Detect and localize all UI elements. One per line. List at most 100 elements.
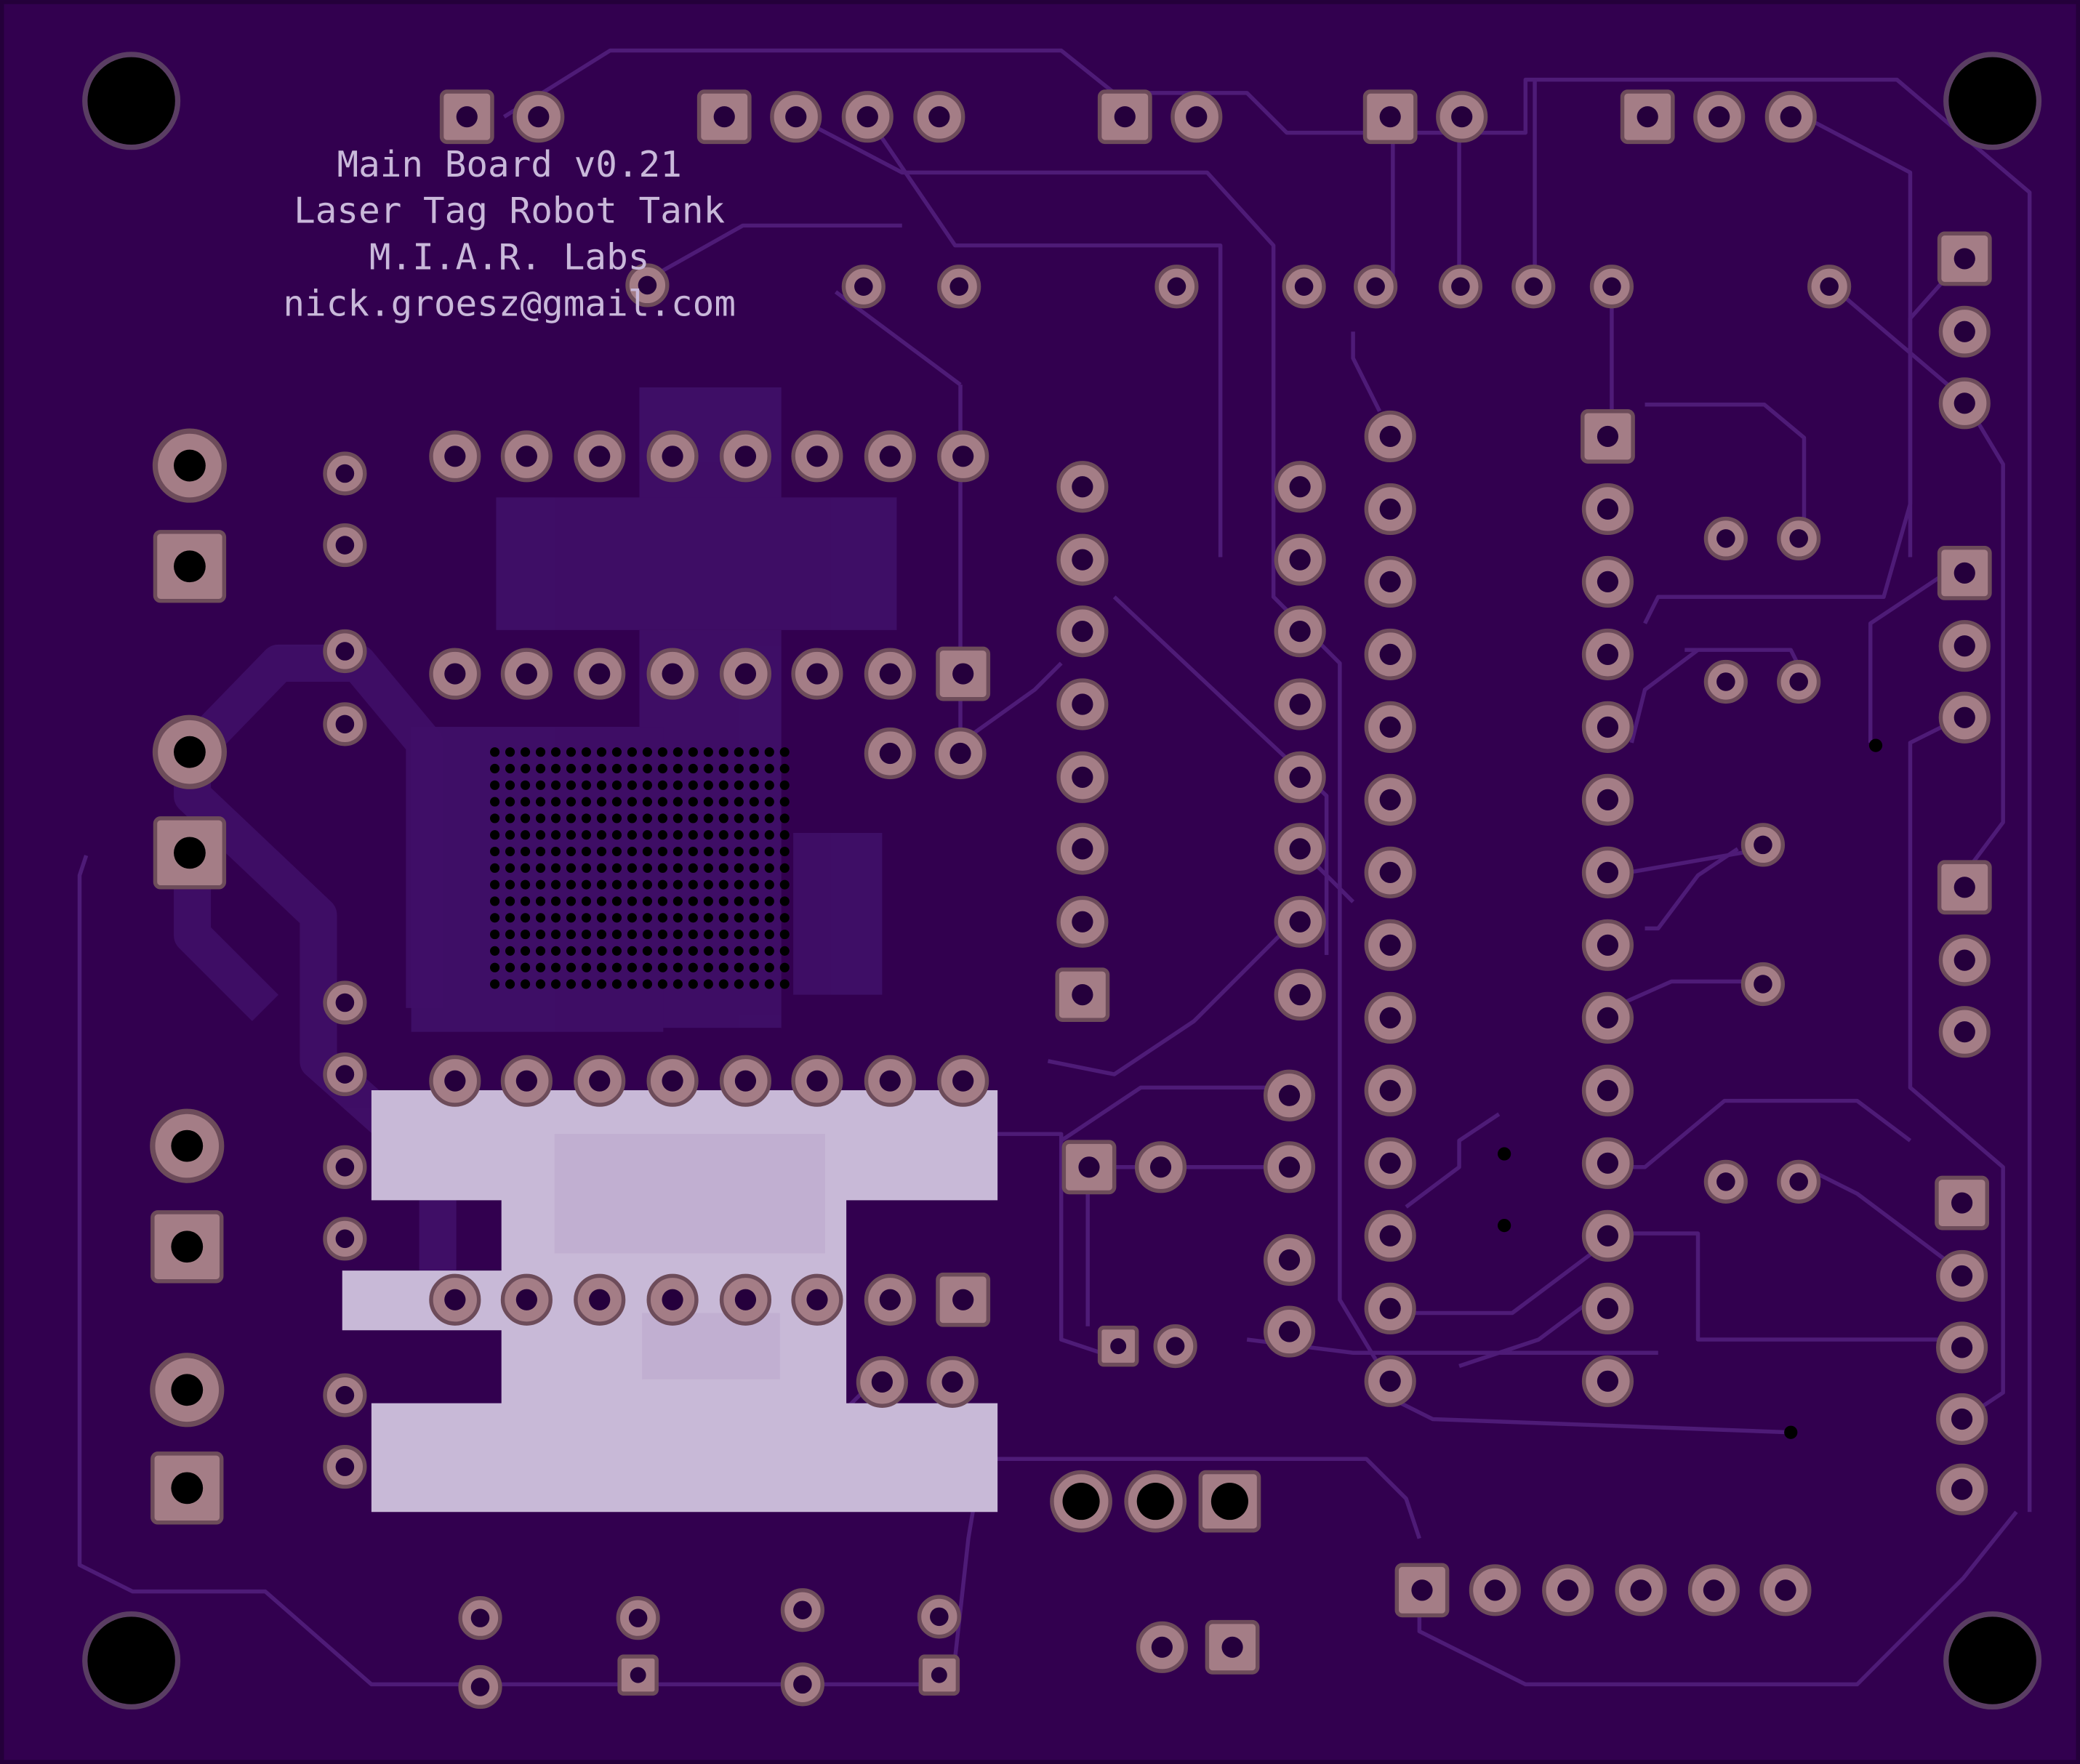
thermal-via [535,813,546,823]
thermal-via [581,797,592,807]
label-email: nick.groesz@gmail.com [283,282,736,324]
thermal-via [779,797,790,807]
thermal-via [672,979,683,989]
thermal-via [581,979,592,989]
thermal-via [657,946,667,956]
thermal-via [672,846,683,857]
mcu-pin-pad [1366,922,1414,970]
thermal-via [596,813,607,823]
thermal-via [535,879,546,890]
thermal-via [642,962,652,972]
thermal-via [505,913,515,923]
thermal-via [672,946,683,956]
thermal-via [779,896,790,906]
thermal-via [520,946,531,956]
thermal-via [642,747,652,757]
thermal-via [581,830,592,840]
thermal-via [749,846,759,857]
thermal-via [611,763,622,774]
thermal-via [718,797,728,807]
thermal-via [672,830,683,840]
thermal-via [642,830,652,840]
thermal-via [611,780,622,790]
mcu-pin-pad [1366,631,1414,679]
thermal-via [779,747,790,757]
thermal-via [627,896,637,906]
thermal-via [505,780,515,790]
thermal-via [550,946,561,956]
thermal-via [764,830,774,840]
thermal-via [718,830,728,840]
thermal-via [550,913,561,923]
thermal-via [779,979,790,989]
thermal-via [581,863,592,873]
thermal-via [535,763,546,774]
thermal-via [535,946,546,956]
thermal-via [718,896,728,906]
thermal-via [520,863,531,873]
mcu-pin-pad [1584,1139,1632,1187]
thermal-via [688,979,698,989]
thermal-via [490,979,500,989]
thermal-via [550,747,561,757]
thermal-via [627,830,637,840]
thermal-via [535,846,546,857]
thermal-via [764,813,774,823]
thermal-via [718,763,728,774]
thermal-via [581,846,592,857]
thermal-via [764,797,774,807]
mcu-pin-pad [1366,1066,1414,1114]
thermal-via [627,780,637,790]
thermal-via [596,879,607,890]
thermal-via [581,946,592,956]
thermal-via [581,813,592,823]
mcu-pin-pad [1366,558,1414,606]
label-title: Main Board v0.21 [337,143,681,185]
thermal-via [535,896,546,906]
thermal-via [749,896,759,906]
thermal-via [764,913,774,923]
thermal-via [764,946,774,956]
thermal-via [596,863,607,873]
thermal-via [718,913,728,923]
thermal-via [566,813,577,823]
thermal-via [657,813,667,823]
thermal-via [611,930,622,940]
thermal-via [627,813,637,823]
thermal-via [505,846,515,857]
thermal-via [566,979,577,989]
mcu-pin-pad [1584,558,1632,606]
thermal-via [490,813,500,823]
thermal-via [642,846,652,857]
thermal-via [718,846,728,857]
thermal-via [672,813,683,823]
thermal-via [718,879,728,890]
mcu-pin-pad [1584,776,1632,824]
thermal-via [657,896,667,906]
thermal-via [779,813,790,823]
thermal-via [490,913,500,923]
thermal-via [672,780,683,790]
mcu-pin-pad [1366,1284,1414,1332]
thermal-via [596,830,607,840]
thermal-via [611,863,622,873]
thermal-via [566,846,577,857]
thermal-via [490,830,500,840]
thermal-via [688,930,698,940]
thermal-via [627,979,637,989]
mcu-pin-pad [1366,776,1414,824]
thermal-via [657,979,667,989]
thermal-via [566,879,577,890]
thermal-via [550,962,561,972]
thermal-via [703,797,713,807]
thermal-via [734,813,744,823]
thermal-via [535,930,546,940]
thermal-via [749,813,759,823]
thermal-via [734,797,744,807]
thermal-via [688,780,698,790]
thermal-via [520,813,531,823]
thermal-via [490,780,500,790]
thermal-via [520,763,531,774]
bottom-connectors [460,1470,1810,1707]
thermal-via [550,813,561,823]
